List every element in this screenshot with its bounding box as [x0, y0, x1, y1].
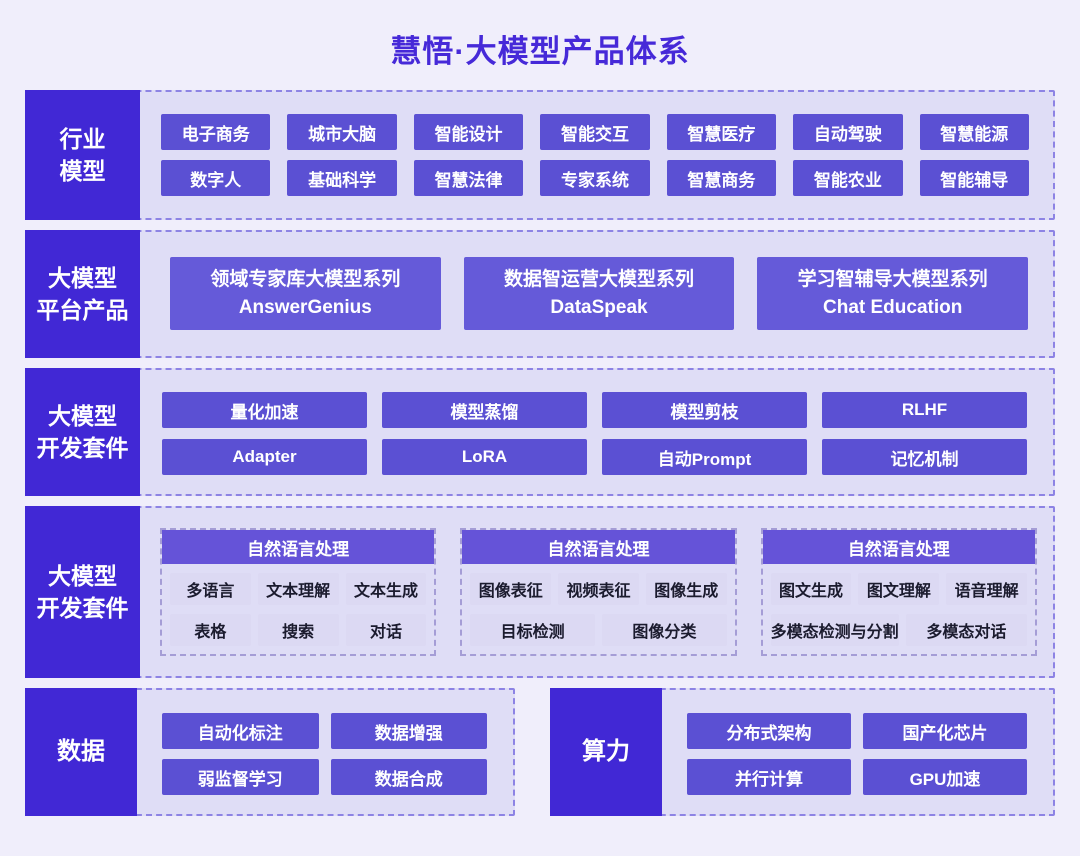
page-title: 慧悟·大模型产品体系	[390, 34, 690, 69]
row-devkit: 大模型 开发套件 量化加速 模型蒸馏 模型剪枝 RLHF Adapter LoR…	[25, 368, 1055, 496]
data-chip-grid: 自动化标注 数据增强 弱监督学习 数据合成	[137, 688, 515, 816]
industry-chip: 城市大脑	[287, 114, 397, 150]
compute-chip: 分布式架构	[687, 713, 851, 749]
product-en-name: DataSpeak	[550, 296, 648, 318]
capability-chip: 多模态对话	[905, 613, 1027, 646]
row-industry-models: 行业 模型 电子商务 城市大脑 智能设计 智能交互 智慧医疗 自动驾驶 智慧能源…	[25, 90, 1055, 220]
industry-chip: 智能农业	[793, 160, 903, 196]
data-chip: 弱监督学习	[162, 759, 319, 795]
chip-line: 图像表征 视频表征 图像生成	[468, 572, 728, 605]
devkit-chip: 记忆机制	[822, 439, 1027, 475]
compute-chip: 并行计算	[687, 759, 851, 795]
product-en-name: AnswerGenius	[238, 296, 372, 318]
chip-line: 图文生成 图文理解 语音理解	[769, 572, 1029, 605]
capability-chip: 多语言	[170, 572, 251, 605]
devkit-chip: 模型蒸馏	[382, 392, 587, 428]
row-label-industry: 行业 模型	[25, 90, 140, 220]
product-box-dataspeak: 数据智运营大模型系列 DataSpeak	[463, 257, 735, 330]
devkit-chip: RLHF	[822, 392, 1027, 428]
capability-chip: 对话	[345, 613, 427, 646]
group-body: 多语言 文本理解 文本生成 表格 搜索 对话	[162, 564, 434, 654]
capability-group-nlp: 自然语言处理 多语言 文本理解 文本生成 表格 搜索 对话	[160, 528, 437, 656]
capability-group-vision: 自然语言处理 图像表征 视频表征 图像生成 目标检测 图像分类	[460, 528, 737, 656]
capability-chip: 语音理解	[946, 572, 1027, 605]
row-label-capability: 大模型 开发套件	[25, 506, 140, 678]
product-name: 领域专家库大模型系列	[210, 268, 401, 290]
group-body: 图像表征 视频表征 图像生成 目标检测 图像分类	[462, 564, 734, 654]
industry-chip-grid: 电子商务 城市大脑 智能设计 智能交互 智慧医疗 自动驾驶 智慧能源 数字人 基…	[140, 90, 1055, 220]
industry-chip: 自动驾驶	[793, 114, 903, 150]
product-name: 数据智运营大模型系列	[504, 268, 695, 290]
compute-chip: 国产化芯片	[863, 713, 1027, 749]
capability-chip: 图文生成	[770, 572, 852, 605]
capability-chip: 多模态检测与分割	[770, 613, 899, 646]
capability-group-multimodal: 自然语言处理 图文生成 图文理解 语音理解 多模态检测与分割 多模态对话	[760, 528, 1037, 656]
capability-group-list: 自然语言处理 多语言 文本理解 文本生成 表格 搜索 对话	[140, 506, 1055, 678]
industry-chip: 智慧能源	[919, 114, 1029, 150]
group-header: 自然语言处理	[762, 530, 1035, 564]
devkit-chip-grid: 量化加速 模型蒸馏 模型剪枝 RLHF Adapter LoRA 自动Promp…	[140, 368, 1055, 496]
section-data: 数据 自动化标注 数据增强 弱监督学习 数据合成	[25, 688, 515, 816]
product-box-answergenius: 领域专家库大模型系列 AnswerGenius	[170, 257, 441, 330]
data-chip: 数据合成	[330, 759, 487, 795]
industry-chip: 智能设计	[413, 114, 524, 150]
industry-chip: 智慧商务	[666, 160, 777, 196]
industry-chip: 智能交互	[540, 114, 650, 150]
group-body: 图文生成 图文理解 语音理解 多模态检测与分割 多模态对话	[763, 564, 1035, 654]
row-data-compute: 数据 自动化标注 数据增强 弱监督学习 数据合成 算力 分布式架构 国产化芯片 …	[25, 688, 1055, 816]
devkit-chip: 自动Prompt	[602, 439, 807, 475]
industry-chip: 智慧法律	[413, 160, 524, 196]
product-list: 领域专家库大模型系列 AnswerGenius 数据智运营大模型系列 DataS…	[140, 230, 1055, 358]
industry-chip: 智能辅导	[919, 160, 1029, 196]
row-platform-products: 大模型 平台产品 领域专家库大模型系列 AnswerGenius 数据智运营大模…	[25, 230, 1055, 358]
capability-chip: 图文理解	[858, 572, 940, 605]
row-label-devkit: 大模型 开发套件	[25, 368, 140, 496]
data-chip: 自动化标注	[162, 713, 319, 749]
chip-line: 多模态检测与分割 多模态对话	[769, 613, 1029, 646]
devkit-chip: 模型剪枝	[602, 392, 807, 428]
compute-chip: GPU加速	[863, 759, 1027, 795]
row-capability-groups: 大模型 开发套件 自然语言处理 多语言 文本理解 文本生成 表格 搜索 对话	[25, 506, 1055, 678]
devkit-chip: 量化加速	[162, 392, 367, 428]
industry-chip: 智慧医疗	[666, 114, 777, 150]
group-header: 自然语言处理	[162, 530, 435, 564]
row-label-compute: 算力	[550, 688, 662, 816]
row-label-platform: 大模型 平台产品	[25, 230, 140, 358]
capability-chip: 表格	[170, 613, 251, 646]
chip-line: 多语言 文本理解 文本生成	[168, 572, 428, 605]
capability-chip: 文本生成	[345, 572, 427, 605]
capability-chip: 图像表征	[470, 572, 552, 605]
capability-chip: 文本理解	[257, 572, 339, 605]
capability-chip: 搜索	[257, 613, 339, 646]
data-chip: 数据增强	[330, 713, 487, 749]
group-header: 自然语言处理	[462, 530, 735, 564]
row-label-data: 数据	[25, 688, 137, 816]
industry-chip: 电子商务	[161, 114, 271, 150]
section-compute: 算力 分布式架构 国产化芯片 并行计算 GPU加速	[550, 688, 1055, 816]
capability-chip: 图像分类	[602, 613, 727, 646]
industry-chip: 基础科学	[287, 160, 397, 196]
capability-chip: 视频表征	[558, 572, 639, 605]
capability-chip: 目标检测	[470, 613, 595, 646]
devkit-chip: LoRA	[382, 439, 587, 475]
industry-chip: 专家系统	[540, 160, 650, 196]
chip-line: 表格 搜索 对话	[168, 613, 428, 646]
chip-line: 目标检测 图像分类	[468, 613, 728, 646]
compute-chip-grid: 分布式架构 国产化芯片 并行计算 GPU加速	[662, 688, 1055, 816]
devkit-chip: Adapter	[162, 439, 367, 475]
row-frame	[25, 90, 1055, 220]
product-box-chat-education: 学习智辅导大模型系列 Chat Education	[757, 257, 1029, 330]
capability-chip: 图像生成	[645, 572, 727, 605]
industry-chip: 数字人	[161, 160, 271, 196]
product-name: 学习智辅导大模型系列	[797, 268, 988, 290]
product-en-name: Chat Education	[823, 296, 963, 318]
diagram-rows: 行业 模型 电子商务 城市大脑 智能设计 智能交互 智慧医疗 自动驾驶 智慧能源…	[25, 90, 1055, 816]
